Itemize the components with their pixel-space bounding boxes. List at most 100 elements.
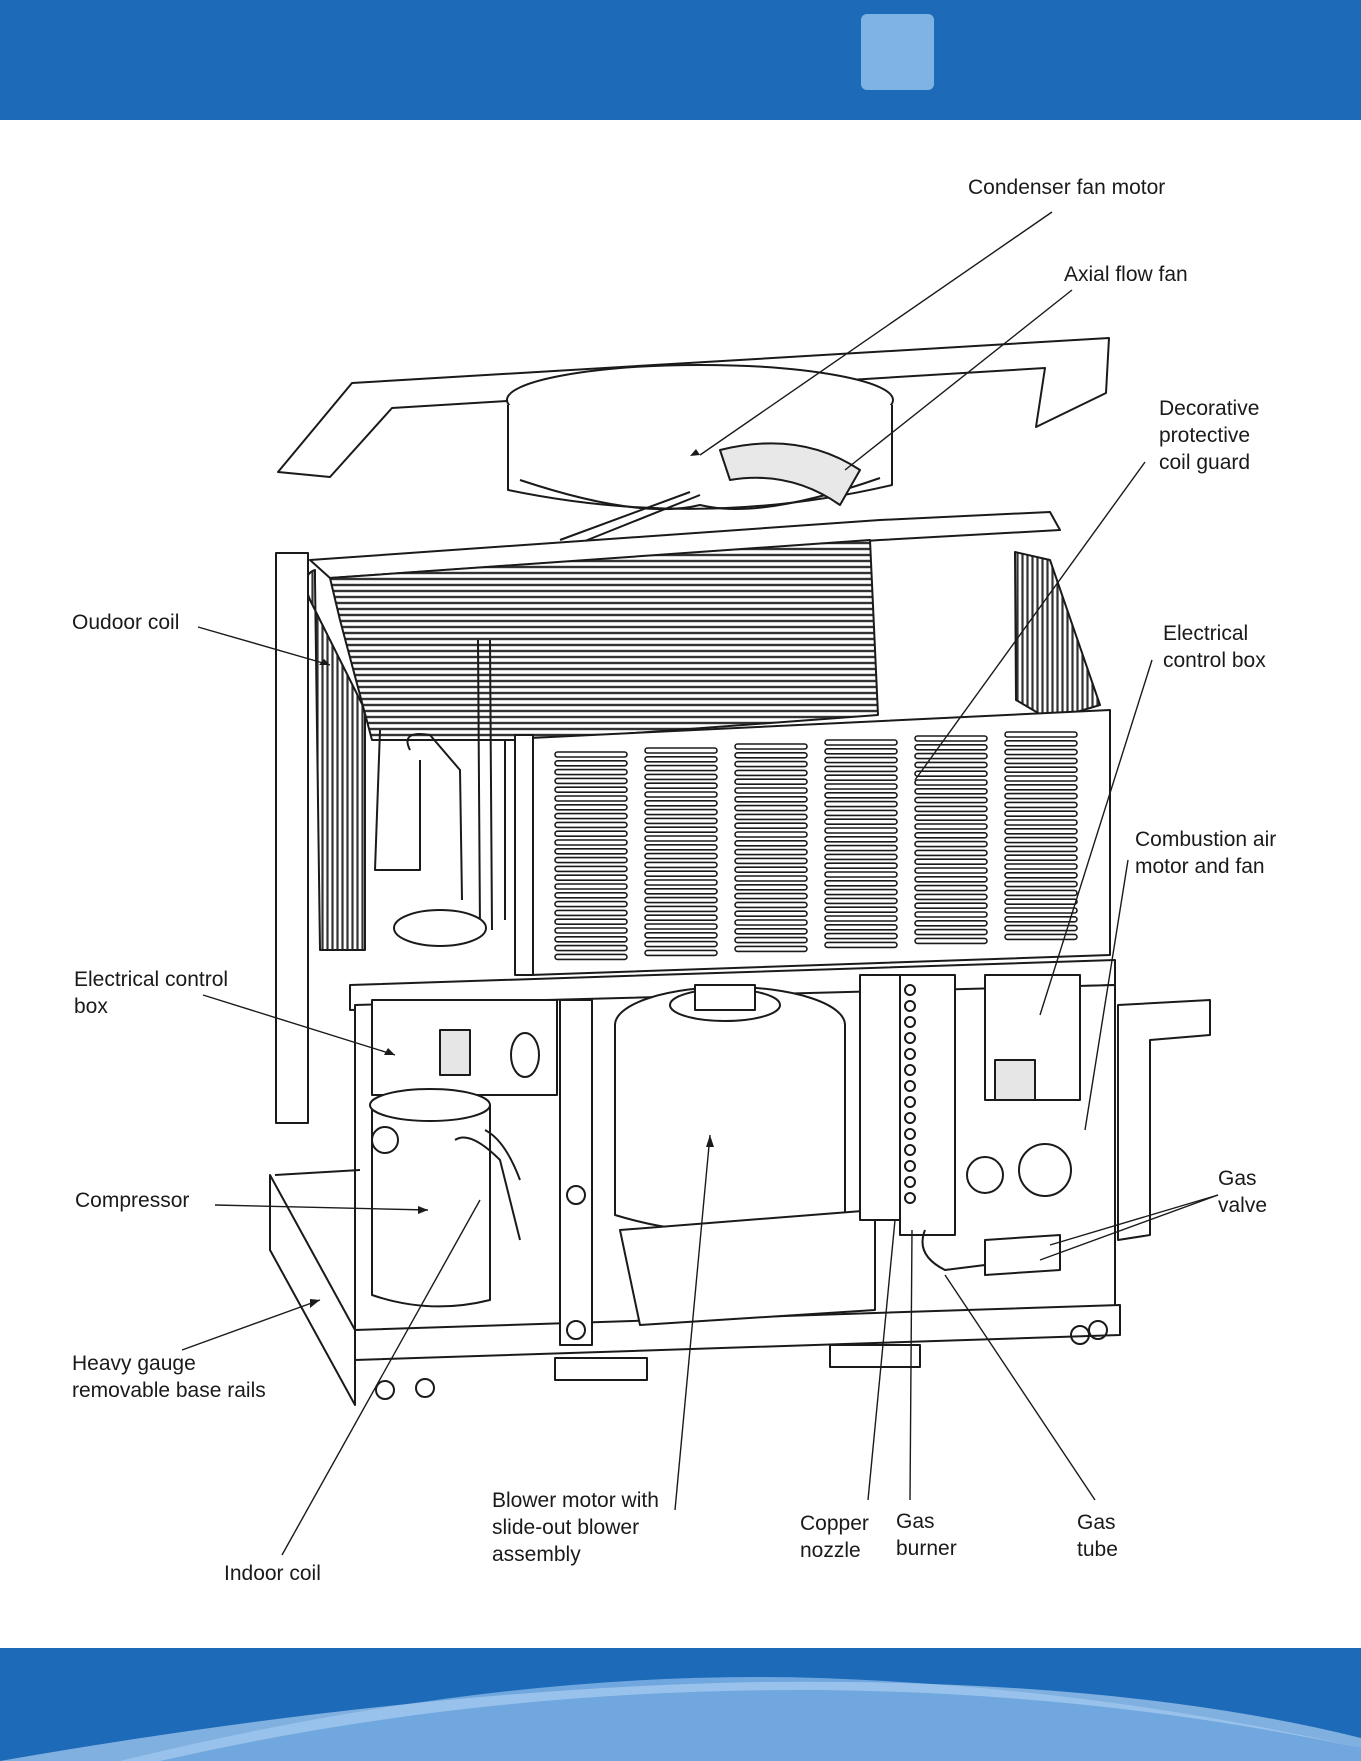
label-gas-valve: Gas valve [1218,1165,1267,1219]
louver-slot [825,837,897,842]
louver-slot [825,934,897,939]
louver-slot [645,898,717,903]
footer-banner [0,1648,1361,1761]
burner-port [905,1193,915,1203]
label-compressor: Compressor [75,1187,189,1214]
louver-slot [735,946,807,951]
burner-port [905,1161,915,1171]
louver-slot [1005,846,1077,851]
label-blower-motor: Blower motor with slide-out blower assem… [492,1487,659,1568]
louver-slot [825,740,897,745]
louver-slot [1005,864,1077,869]
louver-slot [1005,785,1077,790]
louver-slot [645,748,717,753]
louver-slot [735,885,807,890]
louver-slot [735,814,807,819]
louver-slot [825,758,897,763]
louver-slot [735,744,807,749]
louver-slot [825,749,897,754]
louver-slot [555,822,627,827]
louver-slot [735,841,807,846]
louver-slot [825,802,897,807]
louver-slot [555,937,627,942]
louver-slot [825,916,897,921]
louver-slot [735,770,807,775]
louver-slot [1005,776,1077,781]
louver-slot [645,906,717,911]
louver-slot [1005,820,1077,825]
louver-slot [915,771,987,776]
louver-slot [555,928,627,933]
louver-slot [645,915,717,920]
label-axial-flow-fan: Axial flow fan [1064,261,1188,288]
louver-slot [915,806,987,811]
louver-slot [645,933,717,938]
burner-port [905,1017,915,1027]
louver-slot [915,859,987,864]
label-electrical-control-box-left: Electrical control box [74,966,228,1020]
louver-slot [1005,908,1077,913]
louver-slot [915,850,987,855]
louver-slot [915,877,987,882]
flue-duct [1118,1000,1210,1240]
louver-slot [1005,811,1077,816]
louver-slot [915,912,987,917]
louver-slot [915,736,987,741]
louver-slot [825,775,897,780]
louver-slot [735,902,807,907]
louver-slot [645,801,717,806]
louver-slot [1005,899,1077,904]
louver-slot [645,774,717,779]
louver-slot [1005,838,1077,843]
louver-slot [825,872,897,877]
louver-slot [645,836,717,841]
label-gas-tube: Gas tube [1077,1509,1118,1563]
louver-slot [735,894,807,899]
louver-slot [825,784,897,789]
louver-slot [915,754,987,759]
header-banner [0,0,1361,120]
burner-port [905,1033,915,1043]
louver-slot [825,793,897,798]
louver-slot [1005,873,1077,878]
label-indoor-coil: Indoor coil [224,1560,321,1587]
louver-slot [825,846,897,851]
label-copper-nozzle: Copper nozzle [800,1510,869,1564]
gas-valve [985,1235,1060,1275]
louver-slot [735,850,807,855]
louver-slot [1005,794,1077,799]
louver-slot [915,930,987,935]
louver-slot [1005,917,1077,922]
louver-slot [645,871,717,876]
burner-port [905,1097,915,1107]
louver-slot [1005,750,1077,755]
louver-slot [825,810,897,815]
louver-slot [645,766,717,771]
burner-port [905,1081,915,1091]
burner-port [905,985,915,995]
louver-slot [555,884,627,889]
louver-slot [555,770,627,775]
louver-slot [1005,741,1077,746]
combustion-air-motor [1019,1144,1071,1196]
burner-port [905,1145,915,1155]
louver-slot [555,875,627,880]
louver-slot [915,842,987,847]
louver-slot [915,798,987,803]
louver-slot [1005,802,1077,807]
louver-slot [645,924,717,929]
blower-base [620,1210,875,1325]
louver-slot [645,942,717,947]
louver-slot [735,920,807,925]
louver-slot [555,752,627,757]
louver-slot [645,889,717,894]
louver-slot [915,815,987,820]
louver-slot [735,779,807,784]
louver-slot [915,938,987,943]
louver-slot [555,954,627,959]
louver-slot [825,890,897,895]
louver-slot [825,854,897,859]
louver-slot [645,792,717,797]
louver-slot [645,757,717,762]
left-corner-post [276,553,308,1123]
